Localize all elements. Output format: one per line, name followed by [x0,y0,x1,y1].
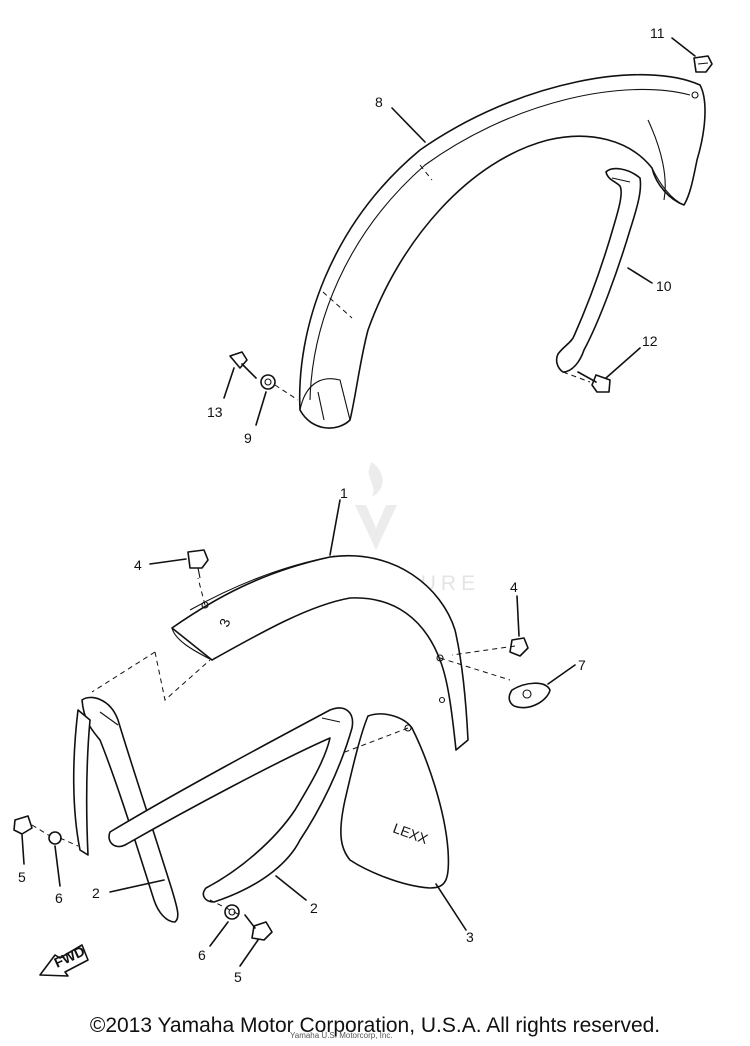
callout-6-left: 6 [55,890,63,906]
bolt-11 [693,55,713,73]
rear-fender [298,73,706,429]
bolt-12 [577,371,611,393]
assembly-line-7 [439,657,511,681]
leader-4-left [149,558,187,565]
bracket-7 [508,682,551,709]
leader-11 [671,37,696,57]
leader-12 [605,347,641,379]
callout-4-left: 4 [134,557,142,573]
leader-5-right [239,939,259,967]
nut-6-left [48,831,62,845]
leader-1 [329,499,341,556]
leader-3 [435,883,467,931]
underprint-text: Yamaha U.S. Motorcorp, Inc. [290,1031,393,1040]
leader-6-right [209,921,229,947]
rear-fender-stay [555,167,642,373]
callout-6-right: 6 [198,947,206,963]
bolt-4-left [187,549,209,579]
callout-5-left: 5 [18,869,26,885]
washer-5-left [13,815,33,835]
nut-4-right [509,637,529,657]
assembly-line-9 [274,384,299,401]
assembly-line-4-right [451,645,516,656]
assembly-line-stay-a [91,651,156,693]
front-fender: 3 [171,555,469,751]
callout-8: 8 [375,94,383,110]
leader-7 [547,664,576,685]
parts-diagram: LEADVENTURE [13,25,713,985]
bolt-5-right [244,914,273,941]
leader-9 [255,391,267,426]
callout-11: 11 [650,25,665,41]
leader-2-right [275,875,307,901]
leader-8 [391,107,426,143]
leader-5-left [21,834,25,865]
assembly-line-12 [562,371,591,383]
nut-6-right [224,904,240,920]
assembly-line-5 [31,824,51,837]
assembly-line-stay-b [154,651,211,701]
callout-2-right: 2 [310,900,318,916]
leader-4-right [516,595,520,637]
bolt-13 [229,351,257,379]
mud-flap: LEXX [340,713,450,889]
leader-10 [627,267,653,284]
nut-9 [260,374,276,390]
callout-2-left: 2 [92,885,100,901]
leader-13 [223,367,235,399]
callout-7: 7 [578,657,586,673]
leader-2-left [109,879,165,893]
callout-9: 9 [244,430,252,446]
copyright-notice: ©2013 Yamaha Motor Corporation, U.S.A. A… [89,1014,661,1037]
front-fender-stay-left [72,696,179,923]
callout-4-right: 4 [510,579,518,595]
fwd-direction-marker: FWD [39,943,89,977]
front-fender-stay-right [108,707,354,903]
callout-13: 13 [207,404,223,420]
callout-5-right: 5 [234,969,242,985]
assembly-line-4-left [197,577,206,606]
assembly-line-flap [344,727,409,753]
leader-6-left [54,845,61,887]
callout-10: 10 [656,278,672,294]
callout-1: 1 [340,485,348,501]
callout-12: 12 [642,333,658,349]
assembly-line-6 [59,837,79,847]
callout-3: 3 [466,929,474,945]
